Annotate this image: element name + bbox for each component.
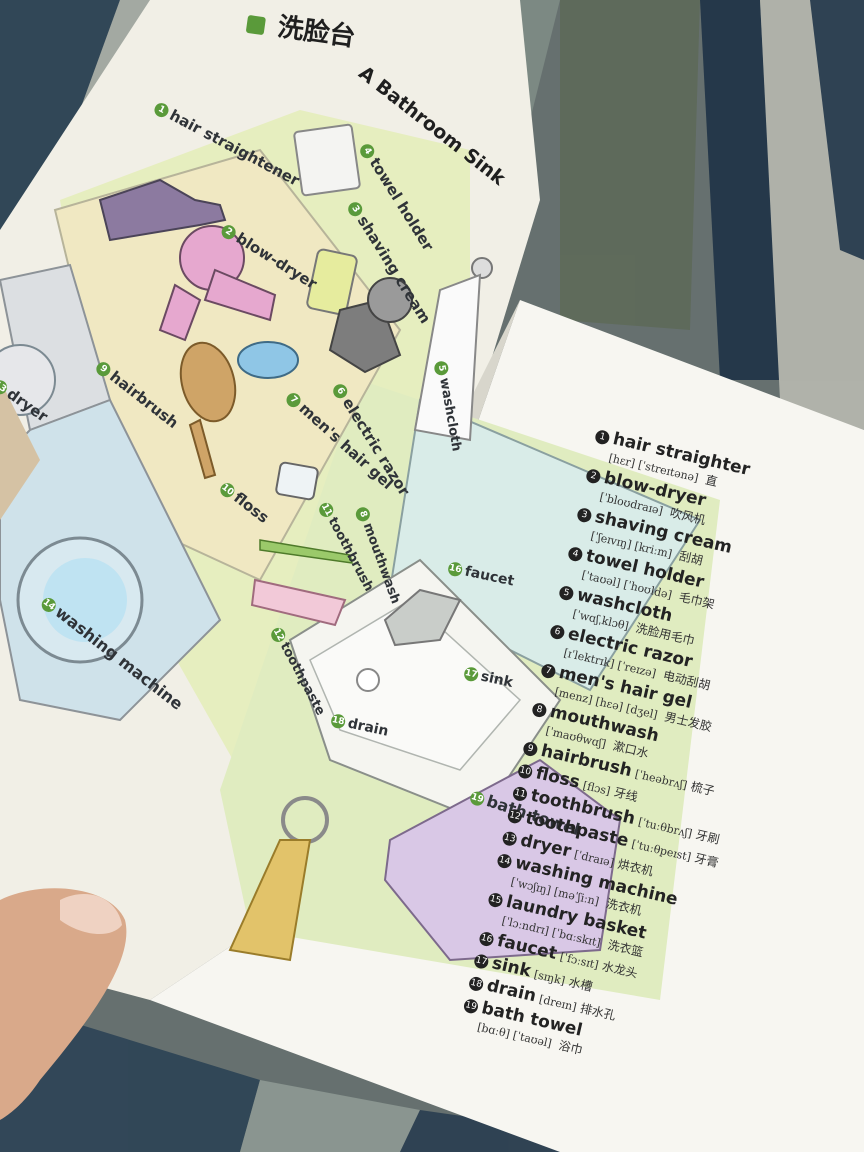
vocab-chinese: 梳子: [689, 779, 717, 799]
vocab-number: 13: [501, 829, 519, 847]
vocab-number: 12: [506, 807, 524, 825]
vocab-number: 6: [549, 623, 566, 641]
vocab-number: 8: [531, 701, 548, 719]
vocab-chinese: 浴巾: [557, 1038, 584, 1058]
vocab-number: 14: [496, 852, 514, 870]
drain-shape: [356, 668, 380, 692]
vocab-number: 2: [585, 467, 602, 485]
vocab-chinese: 直: [704, 472, 719, 490]
vocab-chinese: 牙膏: [693, 851, 720, 871]
vocab-chinese: 水龙头: [600, 959, 639, 981]
vocab-number: 11: [511, 785, 529, 802]
label-number-badge: 16: [446, 560, 464, 578]
finger-shape: [0, 888, 127, 1120]
vocab-number: 15: [487, 891, 505, 909]
vocab-number: 1: [594, 428, 611, 446]
vocab-number: 7: [540, 662, 557, 680]
label-number-badge: 17: [462, 665, 480, 683]
vocab-number: 3: [576, 506, 593, 524]
vocab-chinese: 牙线: [612, 785, 640, 805]
vocab-number: 18: [467, 975, 485, 992]
vocab-number: 9: [522, 740, 539, 757]
vocab-number: 19: [462, 997, 480, 1015]
vocab-chinese: 刮胡: [677, 548, 705, 568]
label-number-badge: 18: [329, 712, 347, 730]
vocab-number: 17: [473, 952, 490, 970]
laundry-basket-shape: [0, 380, 40, 520]
vocab-number: 5: [558, 584, 575, 602]
vocab-number: 16: [478, 930, 496, 948]
vocab-pronunciation: [sɪŋk]: [532, 967, 567, 988]
vocab-number: 4: [567, 545, 584, 563]
vocab-number: 10: [516, 762, 534, 780]
label-number-badge: 19: [468, 789, 487, 807]
vocab-chinese: 水槽: [567, 974, 594, 994]
vocab-chinese: 烘衣机: [616, 856, 655, 879]
section-icon: [245, 14, 267, 35]
vocab-chinese: 排水孔: [578, 1001, 618, 1023]
dryer-door: [0, 344, 56, 416]
vocab-pronunciation: [dreɪn]: [537, 992, 578, 1014]
vocab-chinese: 牙刷: [694, 827, 721, 847]
vocab-pronunciation: [flɔs]: [581, 779, 612, 798]
label-number-badge: 5: [433, 360, 450, 377]
